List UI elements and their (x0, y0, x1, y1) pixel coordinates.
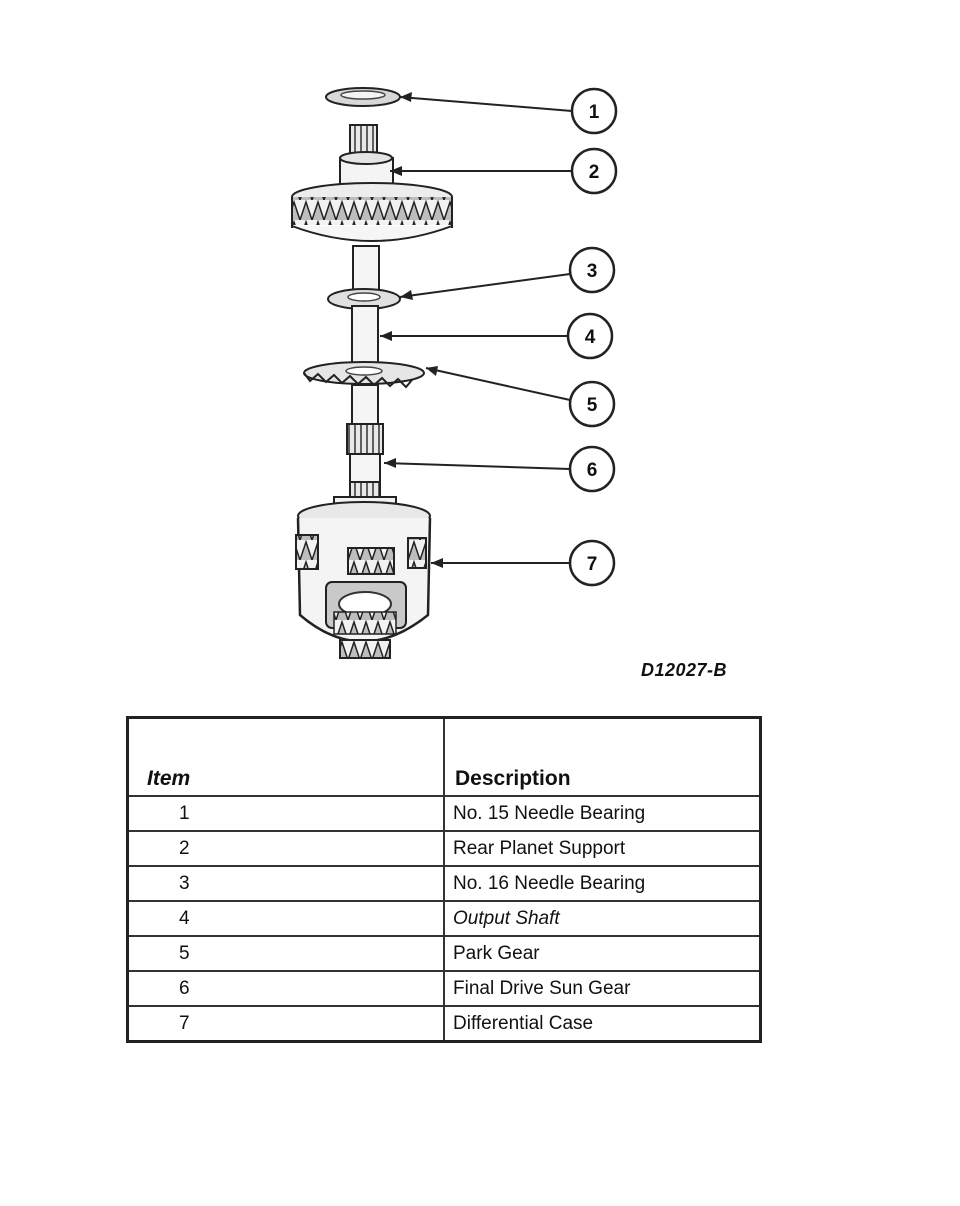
item-description: Differential Case (443, 1005, 762, 1043)
table-row: 3 No. 16 Needle Bearing (126, 865, 762, 902)
callout-3-label: 3 (587, 261, 598, 282)
table-row: 2 Rear Planet Support (126, 830, 762, 867)
item-description: No. 16 Needle Bearing (443, 865, 762, 902)
callout-7-label: 7 (587, 554, 598, 575)
callout-2-label: 2 (589, 162, 600, 183)
callout-2: 2 (570, 147, 618, 195)
table-row: 6 Final Drive Sun Gear (126, 970, 762, 1007)
callout-1: 1 (570, 87, 618, 135)
park-gear-part (303, 361, 425, 389)
differential-case-part (295, 496, 432, 659)
callout-5-label: 5 (587, 395, 598, 416)
table-header-row: Item Description (126, 716, 762, 797)
table-row: 4 Output Shaft (126, 900, 762, 937)
item-description: Final Drive Sun Gear (443, 970, 762, 1007)
callout-6-label: 6 (587, 460, 598, 481)
item-number: 3 (126, 865, 445, 902)
exploded-view-diagram: 1 2 3 4 5 6 7 (291, 87, 618, 659)
table-row: 5 Park Gear (126, 935, 762, 972)
callout-7: 7 (568, 539, 616, 587)
item-description: Output Shaft (443, 900, 762, 937)
needle-bearing-15-part (325, 87, 401, 107)
callout-6: 6 (568, 445, 616, 493)
column-header-description: Description (443, 716, 762, 797)
output-shaft-upper (352, 245, 380, 295)
column-header-item: Item (126, 716, 445, 797)
table-row: 1 No. 15 Needle Bearing (126, 795, 762, 832)
callout-5: 5 (568, 380, 616, 428)
item-number: 2 (126, 830, 445, 867)
leader-arrowheads (380, 92, 443, 568)
figure-code: D12027-B (641, 660, 728, 680)
item-number: 6 (126, 970, 445, 1007)
output-shaft-part (351, 305, 379, 369)
callout-4-label: 4 (585, 327, 596, 348)
item-description: Rear Planet Support (443, 830, 762, 867)
item-number: 7 (126, 1005, 445, 1043)
callout-4: 4 (566, 312, 614, 360)
item-number: 5 (126, 935, 445, 972)
parts-table: Item Description 1 No. 15 Needle Bearing… (126, 716, 762, 1043)
item-number: 1 (126, 795, 445, 832)
table-row: 7 Differential Case (126, 1005, 762, 1043)
rear-planet-support-part (291, 124, 453, 242)
item-description: No. 15 Needle Bearing (443, 795, 762, 832)
final-drive-sun-gear-part (346, 384, 384, 499)
needle-bearing-16-part (327, 288, 401, 310)
callout-1-label: 1 (589, 102, 600, 123)
item-description: Park Gear (443, 935, 762, 972)
item-number: 4 (126, 900, 445, 937)
callout-3: 3 (568, 246, 616, 294)
leader-lines (380, 96, 573, 564)
